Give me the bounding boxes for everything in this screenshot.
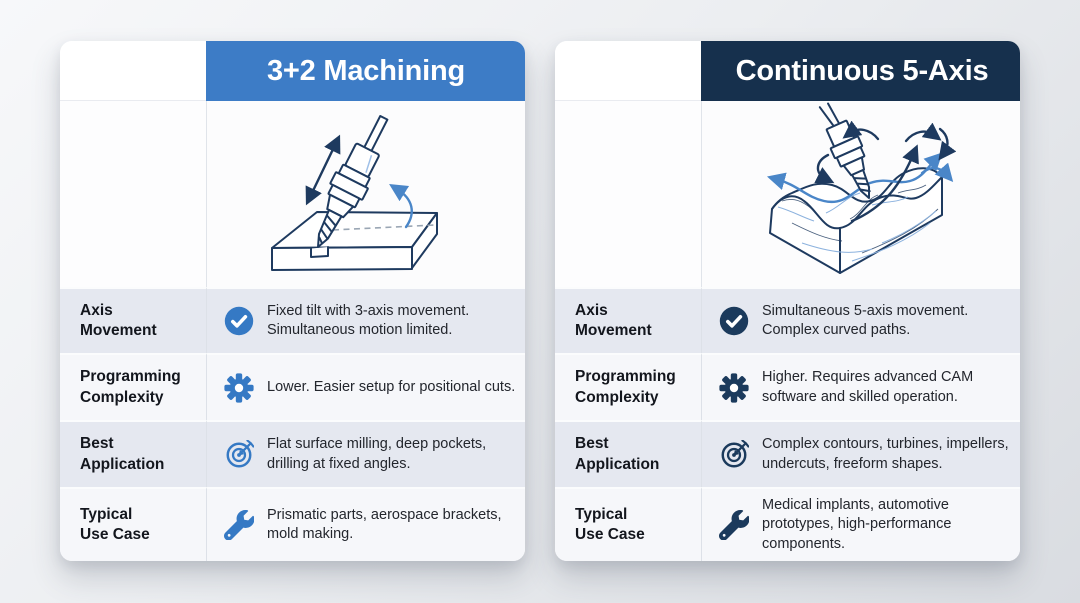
card-title: Continuous 5-Axis: [701, 41, 1020, 101]
header-blank-cell: [555, 41, 701, 101]
row-value-best-application: Flat surface milling, deep pockets, dril…: [206, 420, 525, 487]
card-title: 3+2 Machining: [206, 41, 525, 101]
row-value-programming-complexity: Lower. Easier setup for positional cuts.: [206, 353, 525, 420]
row-value-programming-complexity: Higher. Requires advanced CAM software a…: [701, 353, 1020, 420]
wrench-icon: [719, 510, 749, 540]
header-blank-cell: [60, 41, 206, 101]
row-text: Fixed tilt with 3-axis movement. Simulta…: [267, 302, 470, 338]
row-label-axis-movement: Axis Movement: [60, 287, 206, 353]
card-3plus2-machining: 3+2 Machining: [60, 41, 525, 561]
tilted-spindle-flat-block-drawing: [271, 114, 438, 271]
row-value-best-application: Complex contours, turbines, impellers, u…: [701, 420, 1020, 487]
target-icon: [721, 439, 749, 467]
row-label-typical-use-case: Typical Use Case: [60, 487, 206, 561]
row-label-programming-complexity: Programming Complexity: [555, 353, 701, 420]
spindle-wavy-surface-drawing: [766, 102, 957, 274]
target-icon: [226, 439, 254, 467]
row-label-best-application: Best Application: [60, 420, 206, 487]
wrench-icon: [224, 510, 254, 540]
illustration-blank-cell: [555, 101, 701, 287]
illustration-5axis: [701, 101, 1020, 287]
row-value-axis-movement: Simultaneous 5-axis movement. Complex cu…: [701, 287, 1020, 353]
row-text: Flat surface milling, deep pockets, dril…: [267, 436, 487, 472]
row-text: Complex contours, turbines, impellers, u…: [762, 436, 1009, 472]
card-continuous-5-axis: Continuous 5-Axis: [555, 41, 1020, 561]
gear-icon: [224, 372, 254, 403]
row-text: Lower. Easier setup for positional cuts.: [267, 378, 516, 395]
row-text: Simultaneous 5-axis movement. Complex cu…: [762, 302, 969, 338]
row-value-typical-use-case: Medical implants, automotive prototypes,…: [701, 487, 1020, 561]
row-value-typical-use-case: Prismatic parts, aerospace brackets, mol…: [206, 487, 525, 561]
row-label-typical-use-case: Typical Use Case: [555, 487, 701, 561]
row-text: Prismatic parts, aerospace brackets, mol…: [267, 506, 502, 542]
row-value-axis-movement: Fixed tilt with 3-axis movement. Simulta…: [206, 287, 525, 353]
row-label-programming-complexity: Programming Complexity: [60, 353, 206, 420]
row-text: Medical implants, automotive prototypes,…: [762, 497, 952, 552]
row-text: Higher. Requires advanced CAM software a…: [762, 369, 974, 405]
row-label-best-application: Best Application: [555, 420, 701, 487]
row-label-axis-movement: Axis Movement: [555, 287, 701, 353]
check-circle-icon: [224, 306, 254, 336]
illustration-blank-cell: [60, 101, 206, 287]
illustration-3plus2: [206, 101, 525, 287]
gear-icon: [719, 372, 749, 403]
check-circle-icon: [719, 306, 749, 336]
